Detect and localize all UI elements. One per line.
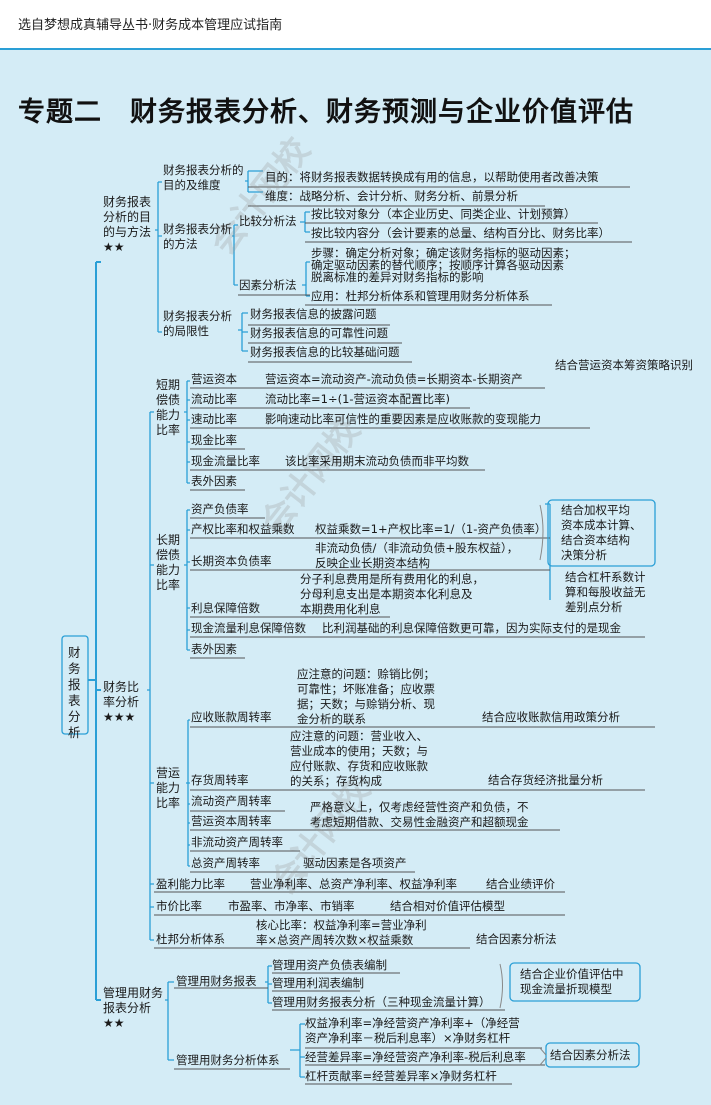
s2-profit-link: 结合业绩评价 [486, 877, 555, 891]
s2-cfl: 现金流量比率 [191, 454, 260, 468]
s3-roe: 权益净利率=净经营资产净利率+（净经营 资产净利率－税后利息率）×净财务杠杆 [305, 1016, 520, 1045]
s2-ops-label: 营运能力比率 [156, 766, 181, 810]
s2-cficr-note: 比利润基础的利息保障倍数更可靠，因为实际支付的是现金 [322, 621, 621, 635]
s2-cr-formula: 流动比率=1÷(1-营运资本配置比率) [265, 392, 451, 406]
s2-ltc: 长期资本负债率 [191, 554, 272, 568]
s1-dims: 维度：战略分析、会计分析、财务分析、前景分析 [265, 189, 518, 203]
s2-tat: 总资产周转率 [191, 856, 260, 870]
s2-qr-note: 影响速动比率可信性的重要因素是应收账款的变现能力 [265, 412, 541, 426]
s2-qr: 速动比率 [191, 412, 237, 426]
s2-ncat: 非流动资产周转率 [191, 835, 283, 849]
s2-tat-note: 驱动因素是各项资产 [303, 856, 407, 870]
s2-inv-link: 结合存货经济批量分析 [488, 773, 603, 787]
s2-profit-label: 盈利能力比率 [156, 877, 225, 891]
s2-wacc-note: 结合加权平均 资本成本计算、 结合资本结构 决策分析 [561, 503, 642, 562]
s2-inv: 存货周转率 [191, 773, 249, 787]
stars: ★★ [103, 1016, 125, 1030]
page-title: 专题二财务报表分析、财务预测与企业价值评估 [18, 90, 634, 129]
s1-compare-label: 比较分析法 [239, 214, 297, 228]
s2-short-ext: 表外因素 [191, 474, 237, 488]
s2-wct-note: 严格意义上，仅考虑经营性资产和负债，不 考虑短期借款、交易性金融资产和超额现金 [310, 800, 529, 829]
s3-stmt-item: 管理用利润表编制 [272, 976, 364, 990]
s2-long-label: 长期偿债能力比率 [156, 533, 181, 592]
s2-short-label: 短期偿债能力比率 [156, 378, 181, 437]
s2-wc: 营运资本 [191, 372, 237, 386]
s1-compare-content: 按比较内容分（会计要素的总量、结构百分比、财务比率） [311, 226, 610, 240]
s3-system-link: 结合因素分析法 [550, 1048, 631, 1062]
s1-compare-obj: 按比较对象分（本企业历史、同类企业、计划预算） [311, 207, 576, 221]
s1-goal: 目的：将财务报表数据转换成有用的信息，以帮助使用者改善决策 [265, 170, 599, 184]
s2-inv-note: 应注意的问题：营业收入、 营业成本的使用；天数；与 应付账款、存货和应收账款 的… [290, 729, 428, 788]
s2-icr: 利息保障倍数 [191, 601, 260, 615]
s2-dupont-link: 结合因素分析法 [476, 932, 557, 946]
s2-market-link: 结合相对价值评估模型 [390, 899, 505, 913]
s2-wc-formula: 营运资本=流动资产-流动负债=长期资本-长期资产 [265, 372, 523, 386]
s2-cficr: 现金流量利息保障倍数 [191, 621, 306, 635]
s3-stmt-item: 管理用财务报表分析（三种现金流量计算） [272, 995, 491, 1009]
stars: ★★★ [103, 710, 136, 724]
s1-limit-item: 财务报表信息的披露问题 [250, 307, 377, 321]
s2-dupont-core: 核心比率：权益净利率=营业净利 率×总资产周转次数×权益乘数 [256, 918, 427, 947]
s1-factor-app: 应用：杜邦分析体系和管理用财务分析体系 [311, 289, 530, 303]
header-band [0, 0, 711, 50]
s2-lev-note: 结合杠杆系数计 算和每股收益无 差别点分析 [565, 570, 646, 614]
s1-purpose-label: 财务报表分析的目的及维度 [163, 163, 244, 192]
s1-limits-label: 财务报表分析的局限性 [163, 309, 232, 338]
s1-label: 财务报表分析的目的与方法★★ [103, 195, 152, 254]
s2-cat: 流动资产周转率 [191, 794, 272, 808]
s3-stmts-link: 结合企业价值评估中 现金流量折现模型 [520, 967, 624, 996]
s2-ar-link: 结合应收账款信用政策分析 [482, 710, 620, 724]
s2-market-label: 市价比率 [156, 899, 202, 913]
s3-stmts-label: 管理用财务报表 [176, 974, 257, 988]
title-number: 专题二 [18, 97, 102, 128]
stars: ★★ [103, 240, 125, 254]
s2-cash: 现金比率 [191, 433, 237, 447]
s2-eq: 产权比率和权益乘数 [191, 522, 295, 536]
s3-spread: 经营差异率=净经营资产净利率-税后利息率 [305, 1050, 526, 1064]
s3-label: 管理用财务报表分析★★ [103, 986, 164, 1030]
s2-cr: 流动比率 [191, 392, 237, 406]
s2-debt: 资产负债率 [191, 502, 249, 516]
s2-label: 财务比率分析★★★ [103, 680, 140, 724]
s2-market-items: 市盈率、市净率、市销率 [228, 899, 355, 913]
s1-limit-item: 财务报表信息的可靠性问题 [250, 326, 388, 340]
s1-factor-steps: 步骤：确定分析对象；确定该财务指标的驱动因素； 确定驱动因素的替代顺序；按顺序计… [311, 246, 576, 284]
s3-system-label: 管理用财务分析体系 [176, 1053, 280, 1067]
series-label: 选自梦想成真辅导丛书·财务成本管理应试指南 [18, 18, 283, 33]
title-text: 财务报表分析、财务预测与企业价值评估 [130, 97, 634, 128]
s2-dupont-label: 杜邦分析体系 [156, 932, 225, 946]
s2-profit-items: 营业净利率、总资产净利率、权益净利率 [250, 877, 457, 891]
s2-wc-note: 结合营运资本筹资策略识别 [555, 358, 693, 372]
s2-wct: 营运资本周转率 [191, 814, 272, 828]
root-node: 财务报表分析 [68, 645, 81, 740]
s2-ltc-formula: 非流动负债/（非流动负债+股东权益）， 反映企业长期资本结构 [315, 541, 519, 570]
s2-ar: 应收账款周转率 [191, 710, 272, 724]
s2-cfl-note: 该比率采用期末流动负债而非平均数 [285, 454, 469, 468]
s1-factor-label: 因素分析法 [239, 278, 297, 292]
s3-lev: 杠杆贡献率=经营差异率×净财务杠杆 [305, 1069, 497, 1083]
s1-methods-label: 财务报表分析的方法 [163, 222, 232, 251]
s2-icr-note: 分子利息费用是所有费用化的利息， 分母利息支出是本期资本化利息及 本期费用化利息 [300, 572, 484, 616]
s2-long-ext: 表外因素 [191, 642, 237, 656]
s3-stmt-item: 管理用资产负债表编制 [272, 958, 387, 972]
s1-limit-item: 财务报表信息的比较基础问题 [250, 345, 400, 359]
s2-ar-note: 应注意的问题：赊销比例； 可靠性；坏账准备；应收票 据；天数；与赊销分析、现 金… [297, 667, 435, 726]
s2-eq-formula: 权益乘数=1+产权比率=1/（1-资产负债率） [315, 522, 547, 536]
